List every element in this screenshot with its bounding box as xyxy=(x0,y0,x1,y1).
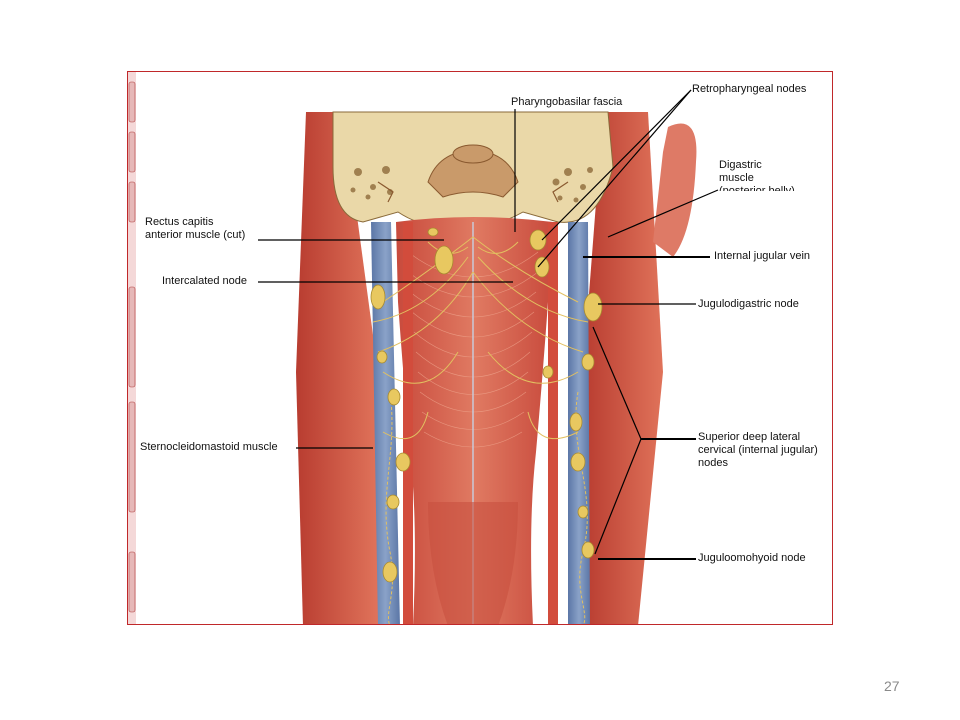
occipital-bone xyxy=(427,149,519,198)
page-number: 27 xyxy=(884,678,900,694)
label-pharyngobasilar-fascia: Pharyngobasilar fascia xyxy=(511,96,623,108)
left-internal-jugular-vein xyxy=(371,222,400,624)
anatomy-figure: Pharyngobasilar fascia Retropharyngeal n… xyxy=(127,71,833,625)
label-rectus-capitis: Rectus capitis anterior muscle (cut) xyxy=(145,216,246,241)
right-carotid-artery xyxy=(548,222,558,624)
lymph-nodes xyxy=(370,227,603,583)
label-sternocleidomastoid: Sternocleidomastoid muscle xyxy=(140,441,278,453)
label-internal-jugular-vein: Internal jugular vein xyxy=(714,250,811,262)
pointer-lines xyxy=(258,89,719,560)
label-retropharyngeal-nodes: Retropharyngeal nodes xyxy=(692,83,807,95)
left-carotid-artery xyxy=(403,222,413,624)
label-intercalated-node: Intercalated node xyxy=(162,275,248,287)
basilar-process xyxy=(452,144,494,164)
left-edge-strip xyxy=(128,72,136,624)
label-digastric-muscle: Digastric muscle (posterior belly) xyxy=(719,159,795,191)
right-ear xyxy=(653,123,697,258)
label-juguloomohyoid-node: Juguloomohyoid node xyxy=(698,552,806,564)
label-superior-deep-lateral-nodes: Superior deep lateral cervical (internal… xyxy=(698,431,818,469)
neck-lymph-illustration xyxy=(128,72,719,624)
label-jugulodigastric-node: Jugulodigastric node xyxy=(698,298,799,310)
right-sternocleidomastoid xyxy=(583,112,663,624)
